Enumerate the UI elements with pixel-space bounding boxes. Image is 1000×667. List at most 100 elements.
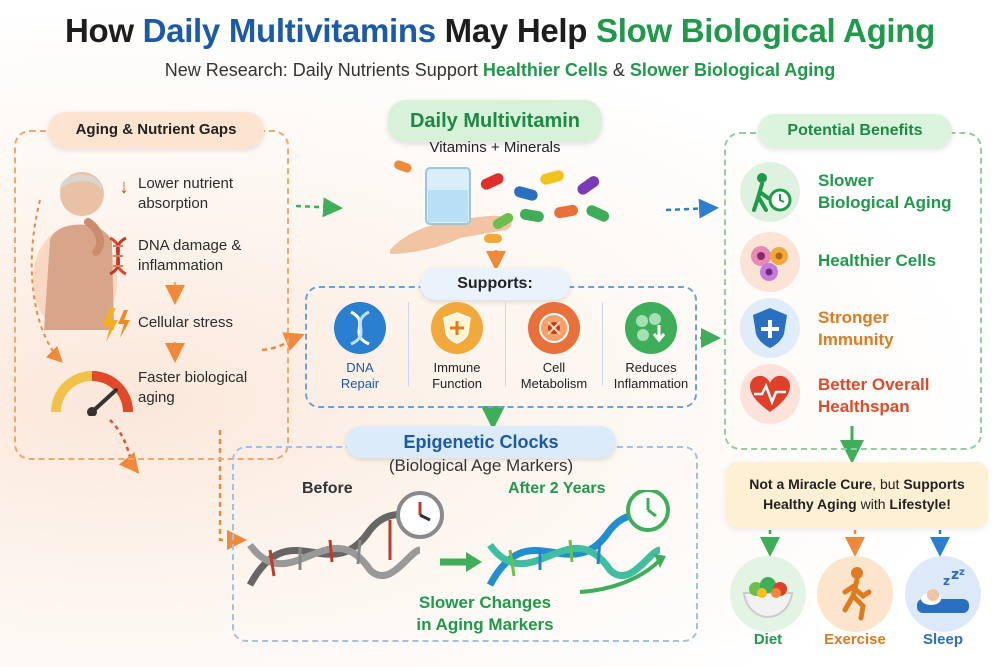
caption-line: Slower Changes <box>418 593 552 612</box>
svg-text:z: z <box>959 569 965 578</box>
benefit-label: Better Overall <box>818 375 930 394</box>
gap-item-line: Faster biological <box>138 369 248 386</box>
support-label: DNA <box>346 360 374 375</box>
supports-list: DNA Repair Immune Function Cell Metaboli… <box>314 302 697 392</box>
arrow-left-to-center <box>295 197 343 218</box>
subtitle-text: New Research: Daily Nutrients Support <box>164 60 483 80</box>
support-item-dna-repair: DNA Repair <box>314 302 406 392</box>
support-label: Immune <box>433 360 481 375</box>
gap-item-line: DNA damage & <box>138 237 242 254</box>
arrow-gauge-down <box>109 419 140 474</box>
cell-icon <box>528 302 580 354</box>
page-title: How Daily Multivitamins May Help Slow Bi… <box>0 12 1000 50</box>
epigenetic-caption: Slower Changes in Aging Markers <box>400 592 570 636</box>
subtitle-text: & <box>607 60 630 80</box>
shield-icon <box>431 302 483 354</box>
dna-before <box>246 507 423 587</box>
support-item-inflammation: Reduces Inflammation <box>605 302 697 392</box>
support-label: Reduces <box>625 360 677 375</box>
epigenetic-subtitle: (Biological Age Markers) <box>388 456 574 475</box>
arrow-center-to-right <box>665 198 719 219</box>
clock-icon-before <box>396 491 444 539</box>
gap-item-line: aging <box>138 389 175 406</box>
subtitle-highlight-cells: Healthier Cells <box>482 60 608 80</box>
lifestyle-diet: Diet <box>753 631 783 648</box>
down-arrow-icon: ↓ <box>119 176 129 198</box>
gap-item-line: absorption <box>138 195 209 212</box>
gauge-icon <box>51 371 133 416</box>
supports-title: Supports: <box>420 268 570 300</box>
benefit-label: Slower <box>818 171 874 190</box>
lifestyle-sleep: Sleep <box>922 631 964 648</box>
note-text: Lifestyle! <box>889 496 951 512</box>
walking-clock-icon <box>740 162 800 222</box>
note-text: Supports <box>903 476 965 492</box>
dna-icon <box>334 302 386 354</box>
support-label: Repair <box>340 376 380 391</box>
title-highlight-aging: Slow Biological Aging <box>596 12 936 49</box>
lightning-icon <box>102 308 130 342</box>
divider <box>602 302 603 386</box>
hand-with-vitamins-illustration <box>390 160 610 254</box>
heartbeat-icon <box>740 364 800 424</box>
before-label: Before <box>302 480 353 497</box>
support-label: Metabolism <box>520 376 588 391</box>
multivitamin-subtitle: Vitamins + Minerals <box>429 139 561 156</box>
support-label: Cell <box>542 360 566 375</box>
runner-icon <box>817 556 893 632</box>
disclaimer-note: Not a Miracle Cure, but Supports Healthy… <box>726 462 988 528</box>
gap-item-absorption: Lower nutrient absorption <box>138 174 233 214</box>
benefit-label: Healthier Cells <box>818 251 937 270</box>
support-item-metabolism: Cell Metabolism <box>508 302 600 392</box>
shield-plus-icon <box>740 298 800 358</box>
divider <box>505 302 506 386</box>
benefit-label: Healthspan <box>818 397 910 416</box>
caption-line: in Aging Markers <box>416 615 554 634</box>
title-text: May Help <box>435 12 597 49</box>
after-label: After 2 Years <box>508 480 606 497</box>
benefit-stronger-immunity: Stronger Immunity <box>818 307 894 351</box>
lifestyle-exercise: Exercise <box>824 631 886 648</box>
subtitle-highlight-aging: Slower Biological Aging <box>629 60 836 80</box>
title-highlight-multivitamins: Daily Multivitamins <box>142 12 437 49</box>
arrow-left-curve <box>30 199 63 363</box>
benefit-healthier-cells: Healthier Cells <box>818 250 936 272</box>
cells-icon <box>740 232 800 292</box>
gap-item-line: Lower nutrient <box>138 175 234 192</box>
svg-text:z: z <box>943 574 950 588</box>
dna-icon <box>109 236 127 276</box>
arrow-left-to-epi <box>218 430 247 550</box>
title-text: How <box>64 12 143 49</box>
dna-comparison-illustration <box>246 490 670 594</box>
salad-icon <box>730 556 806 632</box>
benefit-label: Stronger <box>818 308 889 327</box>
svg-text:z: z <box>951 569 959 583</box>
gap-item-line: inflammation <box>138 257 224 274</box>
note-text: Not a Miracle Cure <box>749 476 873 492</box>
elderly-person-illustration <box>33 172 117 330</box>
benefit-label: Immunity <box>818 330 894 349</box>
divider <box>408 302 409 386</box>
benefit-slower-aging: Slower Biological Aging <box>818 170 951 214</box>
clock-icon-after <box>626 490 670 532</box>
benefits-title: Potential Benefits <box>758 114 952 148</box>
multivitamin-title: Daily Multivitamin <box>388 100 602 142</box>
benefit-healthspan: Better Overall Healthspan <box>818 374 930 418</box>
gap-item-stress: Cellular stress <box>138 313 233 333</box>
gap-item-faster-aging: Faster biological aging <box>138 368 247 408</box>
note-text: Healthy Aging <box>763 496 857 512</box>
support-label: Inflammation <box>613 376 689 391</box>
support-item-immune: Immune Function <box>411 302 503 392</box>
aging-gaps-title: Aging & Nutrient Gaps <box>48 112 264 148</box>
gap-item-line: Cellular stress <box>138 314 234 331</box>
benefit-label: Biological Aging <box>818 193 952 212</box>
gap-item-dna-damage: DNA damage & inflammation <box>138 236 241 276</box>
arrow-left-to-supports <box>261 332 305 352</box>
epigenetic-title: Epigenetic Clocks <box>346 426 616 458</box>
cells-down-icon <box>625 302 677 354</box>
note-text: , but <box>872 476 904 492</box>
page-subtitle: New Research: Daily Nutrients Support He… <box>0 60 1000 81</box>
note-text: with <box>856 496 890 512</box>
